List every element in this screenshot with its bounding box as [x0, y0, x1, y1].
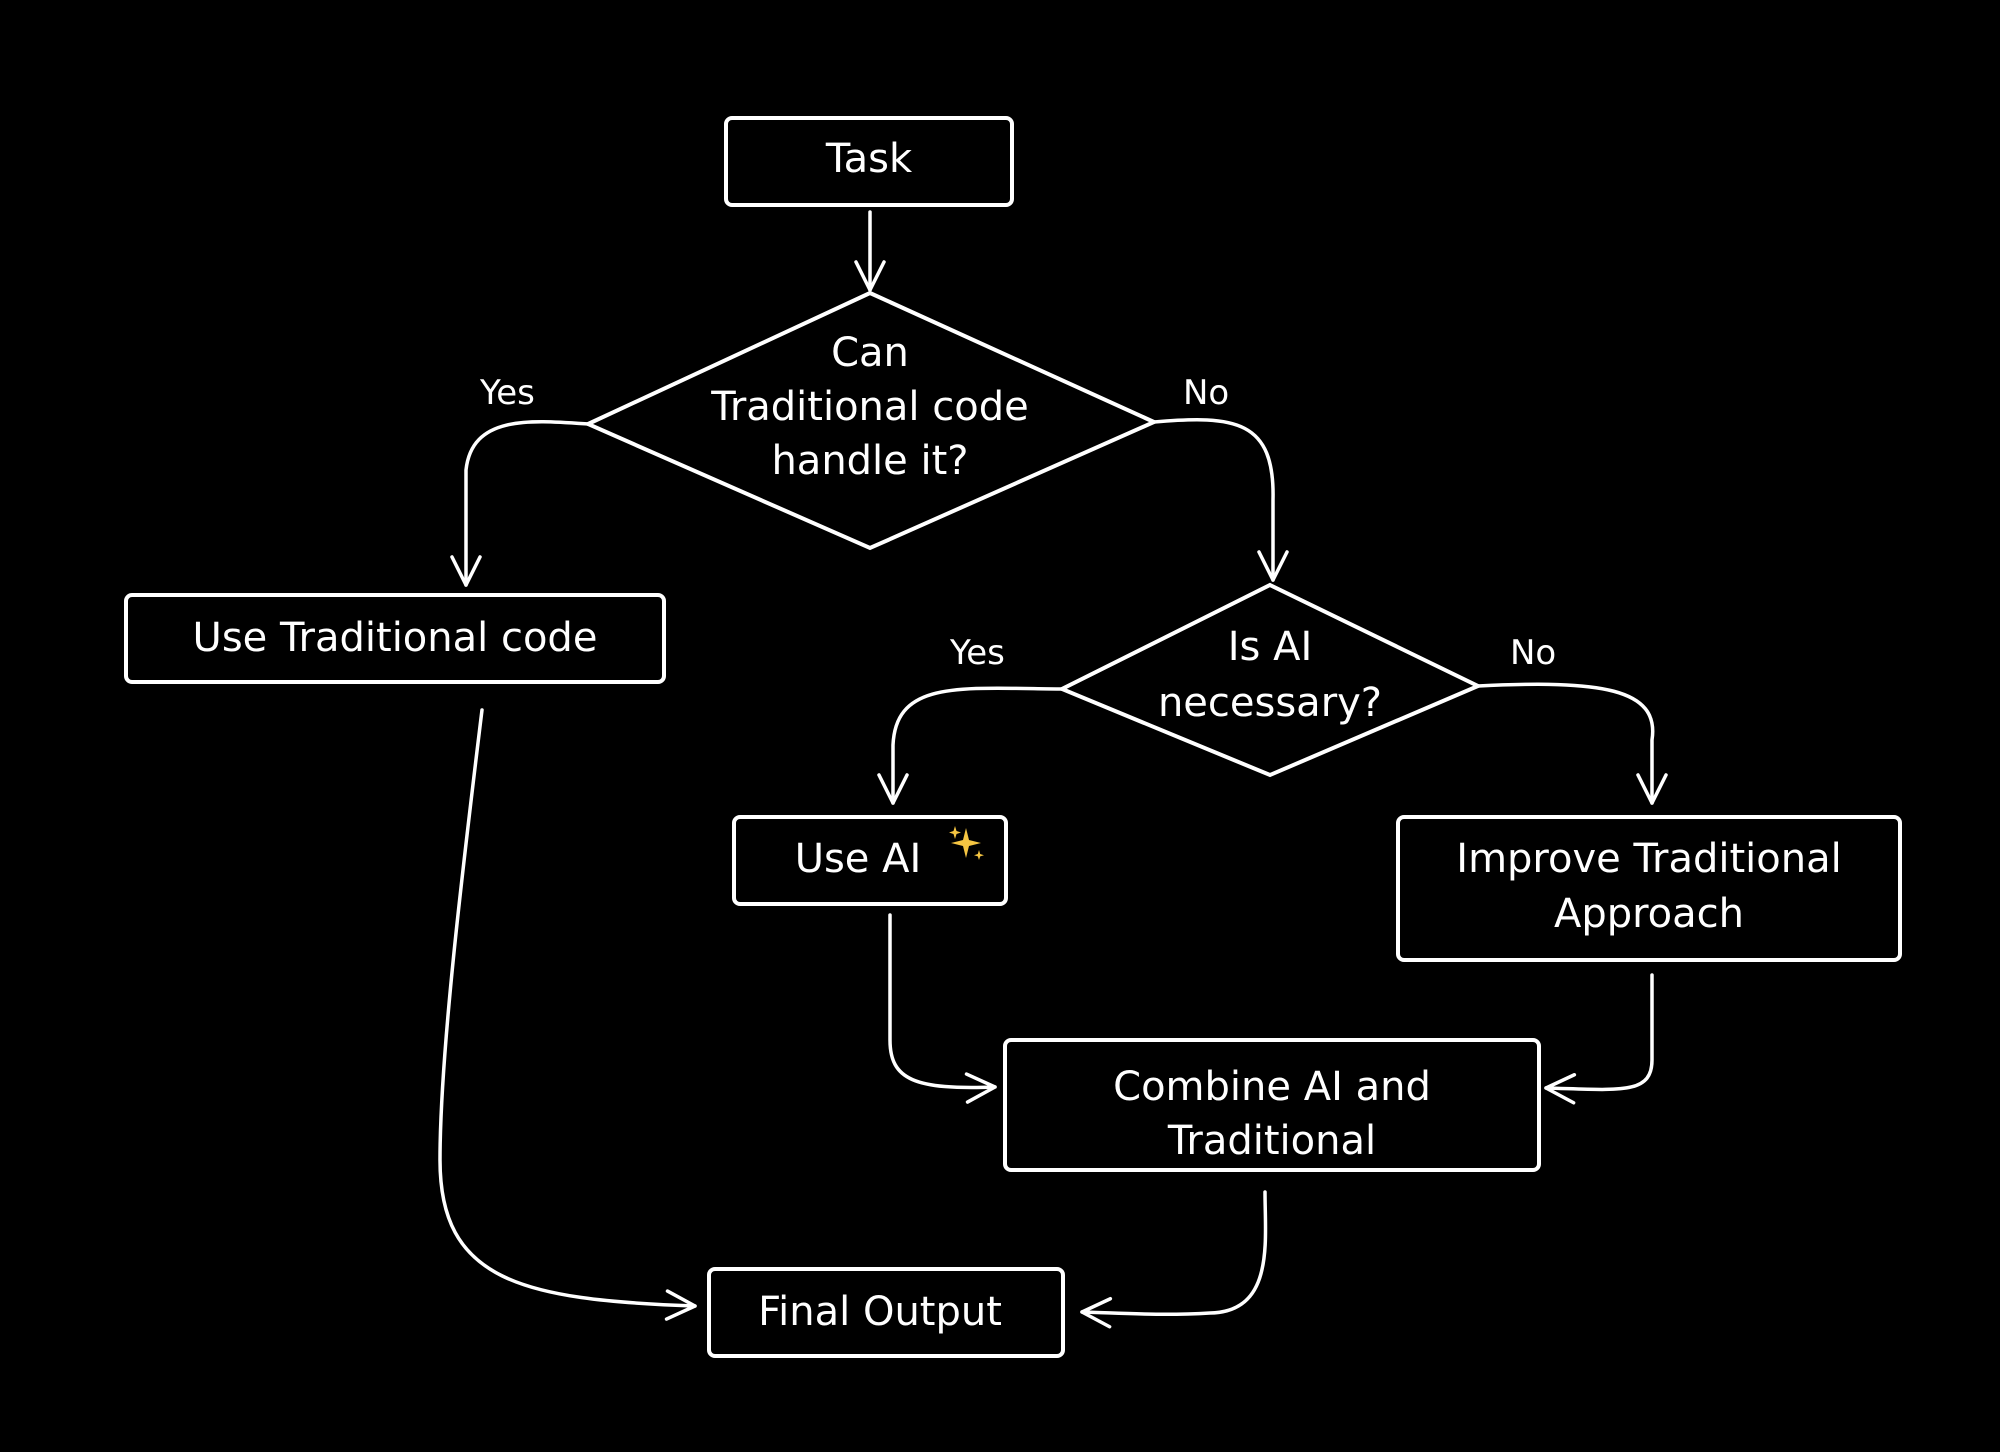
node-use-traditional: Use Traditional code	[124, 593, 666, 684]
node-improve-traditional: Improve Traditional Approach	[1396, 815, 1902, 962]
node-use-ai: Use AI	[732, 815, 1008, 906]
sparkles-icon	[949, 826, 984, 860]
node-final-output: Final Output	[707, 1267, 1065, 1358]
edge-decision2-no	[1476, 682, 1668, 805]
edge-usetraditional-to-final	[438, 708, 697, 1321]
node-task-label: Task	[825, 136, 913, 182]
node-use-ai-label: Use AI	[795, 836, 922, 882]
combine-line-1: Combine AI and	[1113, 1064, 1431, 1110]
node-use-traditional-label: Use Traditional code	[193, 615, 598, 661]
node-final-output-label: Final Output	[758, 1289, 1002, 1335]
decision-ai-line-1: Is AI	[1228, 624, 1313, 670]
edge-useai-to-combine	[888, 913, 997, 1104]
node-task: Task	[724, 116, 1014, 207]
edge-decision1-no	[1152, 417, 1289, 582]
edge-decision1-yes	[450, 419, 590, 587]
edge-label-yes-2: Yes	[949, 633, 1005, 673]
decision-traditional-line-2: Traditional code	[710, 384, 1028, 430]
edge-label-no-1: No	[1183, 373, 1229, 413]
edge-label-no-2: No	[1510, 633, 1556, 673]
edge-improve-to-combine	[1544, 973, 1654, 1105]
improve-traditional-line-1: Improve Traditional	[1456, 836, 1841, 882]
improve-traditional-line-2: Approach	[1554, 891, 1744, 937]
decision-traditional-line-1: Can	[831, 330, 909, 376]
node-combine: Combine AI and Traditional	[1003, 1038, 1541, 1172]
node-decision-ai: Is AI necessary?	[1057, 582, 1483, 778]
edge-combine-to-final	[1080, 1190, 1268, 1329]
edge-label-yes-1: Yes	[479, 373, 535, 413]
edge-decision2-yes	[877, 686, 1064, 805]
node-decision-traditional: Can Traditional code handle it?	[583, 290, 1159, 551]
decision-traditional-line-3: handle it?	[771, 438, 968, 484]
combine-line-2: Traditional	[1167, 1118, 1376, 1164]
decision-ai-line-2: necessary?	[1158, 680, 1382, 726]
